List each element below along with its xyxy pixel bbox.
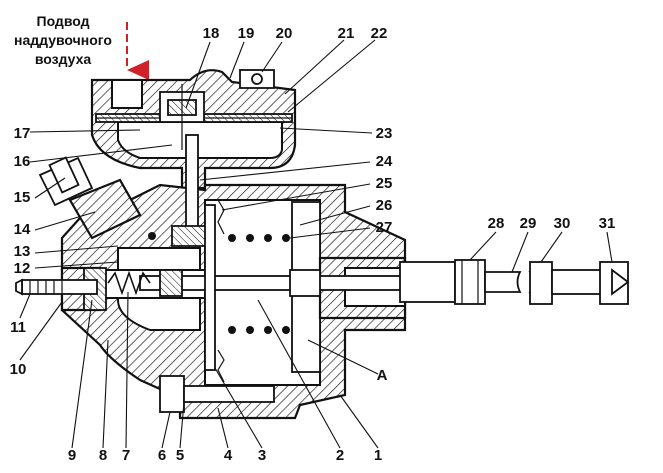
callout-31: 31 — [599, 215, 616, 232]
piston-plate — [204, 199, 225, 383]
callout-23: 23 — [376, 125, 393, 142]
callout-6: 6 — [158, 447, 166, 464]
callout-a: A — [377, 367, 388, 384]
valve-stem — [159, 84, 211, 247]
callout-27: 27 — [376, 219, 393, 236]
callout-8: 8 — [99, 447, 107, 464]
caption-line-2: наддувочного — [14, 32, 112, 48]
coil-spring-upper — [148, 232, 290, 242]
mounting-bolt — [159, 375, 275, 413]
callout-10: 10 — [10, 361, 27, 378]
callout-24: 24 — [376, 153, 393, 170]
callout-5: 5 — [176, 447, 184, 464]
callout-4: 4 — [224, 447, 233, 464]
callout-labels: 1 2 3 4 5 6 7 8 9 10 11 12 13 14 15 16 1… — [10, 25, 616, 464]
caption-line-3: воздуха — [35, 51, 92, 67]
callout-28: 28 — [488, 215, 505, 232]
callout-16: 16 — [14, 153, 31, 170]
caption-line-1: Подвод — [37, 13, 90, 29]
coil-spring-lower — [228, 326, 290, 334]
adjusting-screw — [15, 278, 98, 296]
callout-13: 13 — [14, 243, 31, 260]
callout-11: 11 — [10, 319, 26, 336]
callout-20: 20 — [276, 25, 293, 42]
callout-2: 2 — [336, 447, 344, 464]
corrector-housing — [60, 69, 407, 420]
callout-18: 18 — [203, 25, 220, 42]
callout-30: 30 — [554, 215, 571, 232]
angled-fitting — [38, 156, 142, 240]
callout-7: 7 — [122, 447, 130, 464]
callout-26: 26 — [376, 197, 393, 214]
rod-extension — [484, 261, 630, 305]
callout-14: 14 — [14, 221, 31, 238]
callout-1: 1 — [374, 447, 382, 464]
callout-15: 15 — [14, 189, 31, 206]
callout-21: 21 — [338, 25, 355, 42]
callout-29: 29 — [520, 215, 537, 232]
inlet-caption: Подвод наддувочного воздуха — [14, 13, 112, 67]
callout-22: 22 — [371, 25, 388, 42]
return-spring — [107, 270, 151, 296]
callout-3: 3 — [258, 447, 266, 464]
callout-17: 17 — [14, 125, 31, 142]
callout-9: 9 — [68, 447, 76, 464]
top-screw — [239, 69, 275, 89]
callout-12: 12 — [14, 260, 31, 277]
callout-25: 25 — [376, 175, 393, 192]
callout-19: 19 — [238, 25, 255, 42]
leader-lines — [19, 39, 613, 449]
